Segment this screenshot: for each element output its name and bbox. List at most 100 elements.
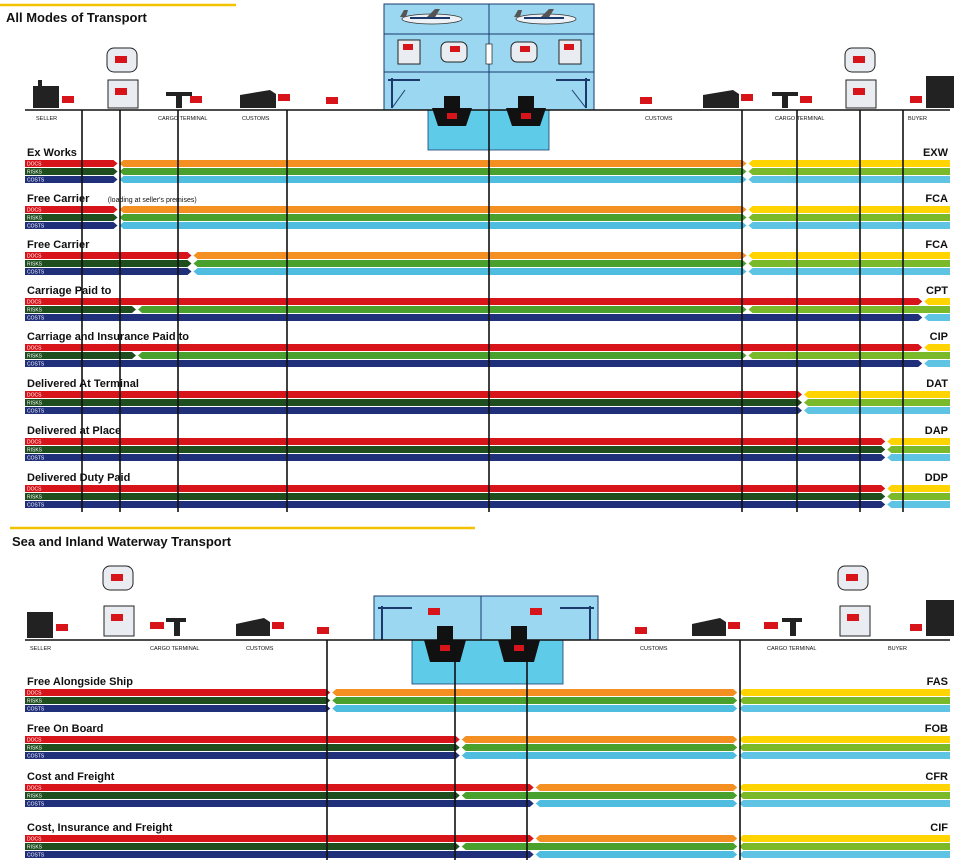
buyer-bar [804, 391, 950, 398]
location-label: CUSTOMS [242, 116, 270, 122]
bar-label: RISKS [27, 308, 43, 314]
bar-label: COSTS [27, 853, 45, 859]
seller-bar [25, 752, 460, 759]
term-name: Free Carrier [27, 239, 90, 251]
milestone-lines [81, 110, 904, 860]
bar-label: COSTS [27, 503, 45, 509]
buyer-bar [887, 501, 950, 508]
buyer-bar [739, 851, 950, 858]
buyer-bar [739, 697, 950, 704]
location-label: CARGO TERMINAL [158, 116, 207, 122]
plane-icon [514, 9, 577, 25]
term-code: DAT [926, 378, 948, 390]
buyer-bar [739, 752, 950, 759]
bar-label: DOCS [27, 208, 42, 214]
warehouse-icon [692, 618, 740, 636]
bar-label: COSTS [27, 270, 45, 276]
seller-bar [25, 689, 331, 696]
term-code: CFR [925, 771, 948, 783]
buyer-bar [739, 744, 950, 751]
section-all-modes: All Modes of Transport [0, 3, 236, 25]
container-icon [326, 97, 338, 104]
carrier-bar [332, 697, 738, 704]
term-name: Free On Board [27, 723, 103, 735]
building-icon [910, 76, 954, 108]
carrier-bar [535, 784, 738, 791]
bar-label: DOCS [27, 346, 42, 352]
location-label: CARGO TERMINAL [775, 116, 824, 122]
section-title: All Modes of Transport [6, 10, 148, 25]
truck-icon [397, 39, 421, 65]
buyer-bar [739, 835, 950, 842]
train-icon [102, 565, 134, 591]
carrier-bar [332, 689, 738, 696]
carrier-bar [535, 835, 738, 842]
seller-bar [25, 851, 534, 858]
carrier-bar [193, 260, 747, 267]
buyer-bar [748, 352, 950, 359]
buyer-bar [739, 800, 950, 807]
buyer-bar [748, 260, 950, 267]
seller-bar [25, 206, 118, 213]
bar-label: COSTS [27, 178, 45, 184]
term-name: Ex Works [27, 147, 77, 159]
buyer-bar [804, 407, 950, 414]
seller-bar [25, 344, 923, 351]
carrier-bar [119, 222, 747, 229]
seller-bar [25, 800, 534, 807]
seller-bar [25, 222, 118, 229]
seller-bar [25, 705, 331, 712]
seller-bar [25, 501, 886, 508]
term-code: DAP [925, 425, 948, 437]
bar-label: RISKS [27, 216, 43, 222]
carrier-bar [138, 352, 747, 359]
location-label: BUYER [888, 646, 907, 652]
bar-label: COSTS [27, 316, 45, 322]
plane-icon [400, 9, 463, 25]
crane-icon [388, 78, 420, 109]
carrier-bar [461, 792, 738, 799]
term-name: Delivered At Terminal [27, 378, 139, 390]
seller-bar [25, 306, 136, 313]
warehouse-icon [240, 90, 290, 108]
location-label: SELLER [36, 116, 57, 122]
buyer-bar [887, 454, 950, 461]
bar-label: DOCS [27, 837, 42, 843]
forklift-icon [166, 92, 202, 108]
bar-label: RISKS [27, 354, 43, 360]
bar-label: RISKS [27, 699, 43, 705]
building-icon [910, 600, 954, 636]
bar-label: COSTS [27, 224, 45, 230]
seller-bar [25, 176, 118, 183]
buyer-bar [887, 485, 950, 492]
bar-label: DOCS [27, 487, 42, 493]
truck-icon [558, 39, 582, 65]
buyer-bar [924, 314, 950, 321]
carrier-bar [332, 705, 738, 712]
term-code: CPT [926, 285, 948, 297]
truck-icon [107, 79, 139, 109]
bar-label: DOCS [27, 162, 42, 168]
location-label: SELLER [30, 646, 51, 652]
term-name: Free Carrier [27, 193, 90, 205]
term-name: Cost and Freight [27, 771, 115, 783]
term-name: Delivered Duty Paid [27, 472, 130, 484]
seller-bar [25, 454, 886, 461]
buyer-bar [887, 446, 950, 453]
bar-label: RISKS [27, 746, 43, 752]
bar-label: DOCS [27, 254, 42, 260]
bar-label: DOCS [27, 300, 42, 306]
seller-bar [25, 268, 192, 275]
buyer-bar [739, 843, 950, 850]
bar-label: DOCS [27, 691, 42, 697]
warehouse-icon [236, 618, 284, 636]
location-label: CUSTOMS [640, 646, 668, 652]
bar-label: COSTS [27, 802, 45, 808]
ship-icon [506, 96, 546, 126]
